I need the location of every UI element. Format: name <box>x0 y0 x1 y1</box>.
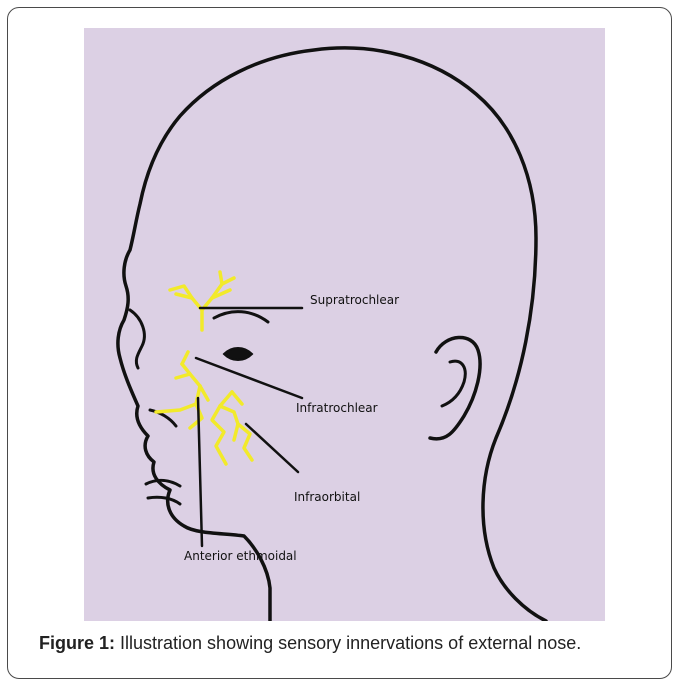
supratrochlear-nerve <box>170 272 234 330</box>
label-supratrochlear: Supratrochlear <box>310 293 399 307</box>
infraorbital-nerve <box>212 392 252 464</box>
figure-caption: Figure 1: Illustration showing sensory i… <box>39 632 649 655</box>
eye <box>224 348 252 360</box>
caption-text: Illustration showing sensory innervation… <box>115 633 581 653</box>
label-infratrochlear: Infratrochlear <box>296 401 378 415</box>
nose-detail <box>130 310 144 368</box>
head-illustration-svg: Supratrochlear Infratrochlear Infraorbit… <box>84 28 605 621</box>
label-infraorbital: Infraorbital <box>294 490 360 504</box>
eyebrow <box>214 312 268 322</box>
label-anterior-ethmoidal: Anterior ethmoidal <box>184 549 297 563</box>
head-outline <box>118 48 546 621</box>
lower-lip <box>148 497 180 504</box>
leader-infraorbital <box>246 424 298 472</box>
leader-infratrochlear <box>196 358 302 398</box>
ear <box>430 337 480 438</box>
figure-illustration: Supratrochlear Infratrochlear Infraorbit… <box>84 28 605 621</box>
caption-label: Figure 1: <box>39 633 115 653</box>
ear-inner <box>442 361 465 406</box>
leader-lines <box>196 308 302 546</box>
